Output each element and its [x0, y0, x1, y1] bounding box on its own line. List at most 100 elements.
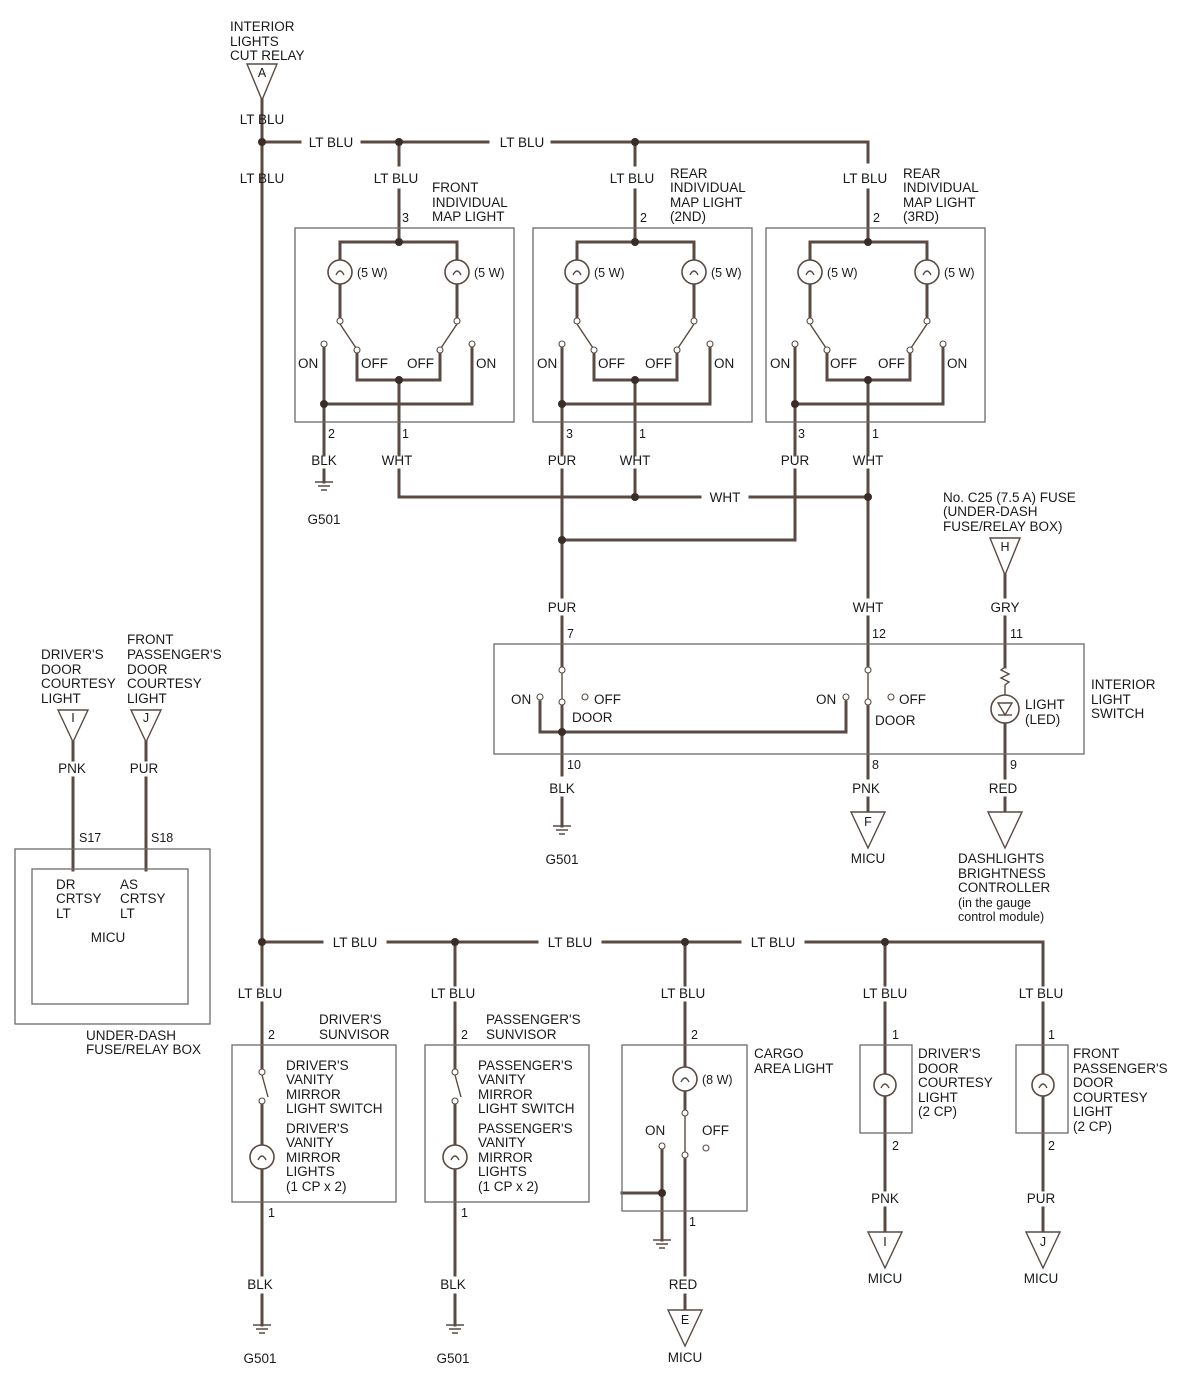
relay-label-3: CUT RELAY — [230, 48, 305, 63]
bulb-icon — [681, 259, 707, 285]
label-text: 1 — [892, 1028, 899, 1042]
under-dash-box-outer — [14, 848, 211, 1025]
label-text: MAP LIGHT — [903, 195, 976, 210]
label-text: No. C25 (7.5 A) FUSE — [943, 490, 1076, 505]
label-text: (1 CP x 2) — [286, 1179, 347, 1194]
wire-label: LT BLU — [843, 171, 888, 186]
label-text: OFF — [830, 356, 857, 371]
relay-label-1: INTERIOR — [230, 19, 295, 34]
wire-label: LT BLU — [240, 171, 285, 186]
label-text: MICU — [851, 851, 886, 866]
bulb-icon — [1031, 1073, 1055, 1097]
label-text: 2 — [1048, 1139, 1055, 1153]
label-text: CRTSY — [56, 891, 102, 906]
label-text: OFF — [702, 1123, 729, 1138]
bulb-icon — [797, 259, 823, 285]
bulb-icon — [444, 259, 470, 285]
connector-triangles: A H I J F E I J — [56, 63, 1062, 1348]
bulb-icon — [442, 1144, 468, 1170]
label-text: LIGHTS — [286, 1164, 335, 1179]
resistor-icon — [999, 666, 1011, 695]
label-text: CONTROLLER — [958, 880, 1051, 895]
label-text: (in the gauge — [958, 896, 1031, 910]
label-text: MICU — [91, 930, 126, 945]
label-text: I — [71, 711, 74, 725]
label-text: DOOR — [875, 713, 916, 728]
label-text: 3 — [566, 427, 573, 441]
label-text: 3 — [402, 211, 409, 225]
front-passengers-door-courtesy-light-box — [1015, 1044, 1069, 1134]
label-text: OFF — [598, 356, 625, 371]
label-text: DOOR — [1073, 1075, 1114, 1090]
label-text: DOOR — [127, 662, 168, 677]
label-text: LIGHTS — [478, 1164, 527, 1179]
label-text: RED — [669, 1277, 698, 1292]
label-text: DASHLIGHTS — [958, 851, 1044, 866]
label-text: DRIVER'S — [41, 647, 104, 662]
label-text: LIGHT SWITCH — [478, 1101, 575, 1116]
bulb-icon — [672, 1066, 698, 1092]
connector-h: H — [988, 537, 1022, 577]
label-text: 3 — [798, 427, 805, 441]
label-text: BLK — [311, 453, 337, 468]
label-text: VANITY — [478, 1135, 526, 1150]
label-text: LIGHT — [1091, 692, 1131, 707]
label-text: OFF — [645, 356, 672, 371]
text-labels: INTERIOR LIGHTS CUT RELAY LT BLU LT BLU … — [41, 19, 1168, 1366]
label-text: DRIVER'S — [286, 1121, 349, 1136]
label-text: FUSE/RELAY BOX — [86, 1042, 201, 1057]
wire-label: LT BLU — [610, 171, 655, 186]
label-text: VANITY — [478, 1072, 526, 1087]
label-text: A — [258, 66, 267, 80]
label-text: SUNVISOR — [486, 1027, 557, 1042]
label-text: INTERIOR — [1091, 677, 1156, 692]
label-text: LIGHT SWITCH — [286, 1101, 383, 1116]
label-text: OFF — [361, 356, 388, 371]
ground-icon — [553, 825, 571, 835]
connector-j-top: J — [129, 709, 163, 744]
label-text: PASSENGER'S — [486, 1012, 581, 1027]
label-text: ON — [714, 356, 734, 371]
label-text: DRIVER'S — [918, 1046, 981, 1061]
label-text: G501 — [545, 852, 578, 867]
connector-f: F — [849, 811, 887, 850]
label-text: (8 W) — [702, 1073, 733, 1087]
label-text: REAR — [903, 166, 941, 181]
label-text: LT BLU — [431, 986, 476, 1001]
ground-icon — [446, 1324, 464, 1334]
label-text: 2 — [268, 1028, 275, 1042]
label-text: 2 — [892, 1139, 899, 1153]
label-text: 9 — [1010, 758, 1017, 772]
label-text: I — [883, 1235, 886, 1249]
label-text: WHT — [382, 453, 413, 468]
wire-label: LT BLU — [500, 135, 545, 150]
label-text: LT BLU — [751, 935, 796, 950]
label-text: PUR — [130, 761, 159, 776]
bulb-icon — [914, 259, 940, 285]
label-text: 11 — [1010, 627, 1023, 641]
label-text: LT — [56, 906, 71, 921]
label-text: G501 — [307, 512, 340, 527]
label-text: MAP LIGHT — [670, 195, 743, 210]
label-text: 2 — [461, 1028, 468, 1042]
label-text: ON — [770, 356, 790, 371]
drivers-sunvisor-box — [231, 1044, 397, 1203]
label-text: 1 — [872, 427, 879, 441]
label-text: COURTESY — [1073, 1090, 1148, 1105]
label-text: ON — [816, 692, 836, 707]
label-text: AS — [120, 877, 138, 892]
label-text: 10 — [567, 758, 581, 772]
bulb-icon — [873, 1073, 897, 1097]
label-text: DR — [56, 877, 76, 892]
label-text: F — [864, 815, 872, 829]
connector-dashlights — [986, 811, 1024, 850]
label-text: LT BLU — [1019, 986, 1064, 1001]
label-text: MIRROR — [478, 1150, 533, 1165]
component-boxes — [14, 227, 1085, 1212]
label-text: G501 — [436, 1351, 469, 1366]
label-text: (2 CP) — [1073, 1119, 1112, 1134]
label-text: SUNVISOR — [319, 1027, 390, 1042]
label-text: DOOR — [572, 710, 613, 725]
label-text: LIGHT — [41, 691, 81, 706]
